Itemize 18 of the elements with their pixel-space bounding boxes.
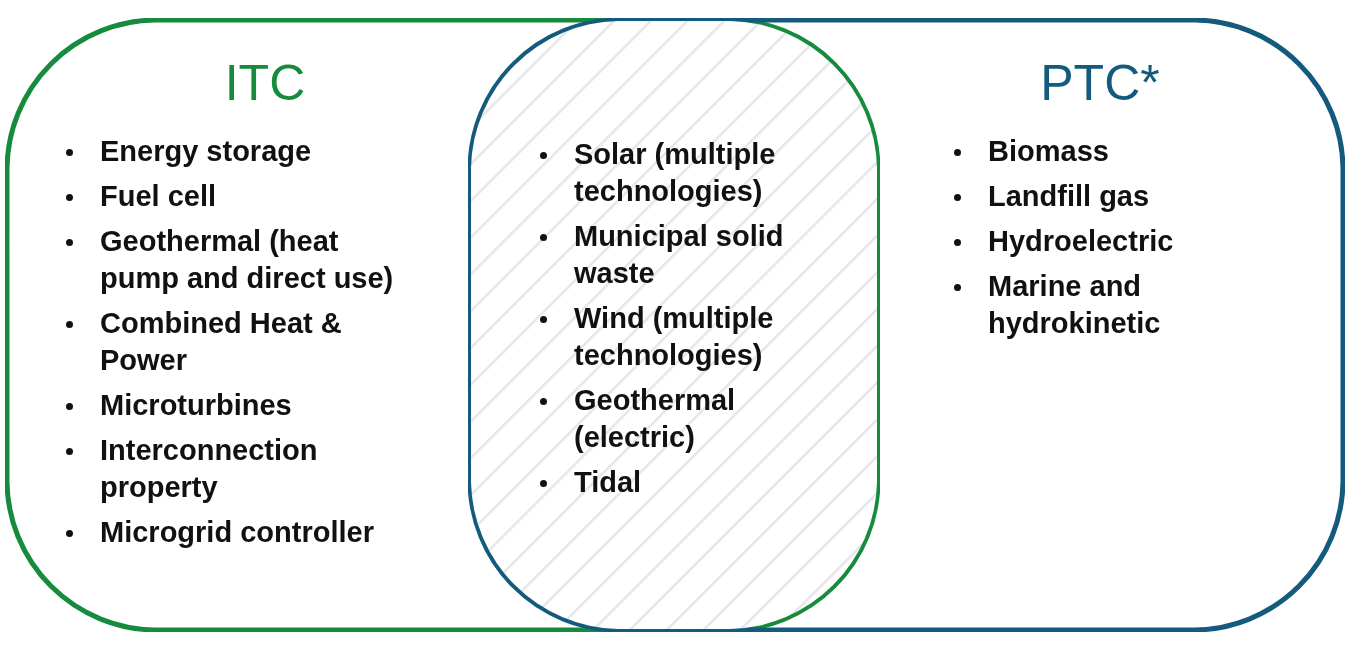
list-item: Wind (multiple technologies)	[574, 301, 775, 373]
list-item: Interconnection property	[100, 433, 319, 505]
list-item: Hydroelectric	[988, 224, 1175, 259]
list-item: Microturbines	[100, 388, 293, 423]
list-item: Biomass	[988, 134, 1110, 169]
group-title: ITC	[224, 58, 306, 108]
list-item: Energy storage	[100, 134, 313, 169]
group-title: PTC*	[1040, 58, 1160, 108]
list-item: Solar (multiple technologies)	[574, 137, 777, 209]
list-item: Landfill gas	[988, 179, 1151, 214]
list-item: Combined Heat & Power	[100, 306, 343, 378]
list-item: Geothermal (heat pump and direct use)	[100, 224, 395, 296]
list-item: Geothermal (electric)	[574, 383, 737, 455]
list-item: Microgrid controller	[100, 515, 375, 550]
list-item: Municipal solid waste	[574, 219, 785, 291]
list-item: Marine and hydrokinetic	[988, 269, 1162, 341]
list-item: Tidal	[574, 465, 643, 500]
list-item: Fuel cell	[100, 179, 218, 214]
